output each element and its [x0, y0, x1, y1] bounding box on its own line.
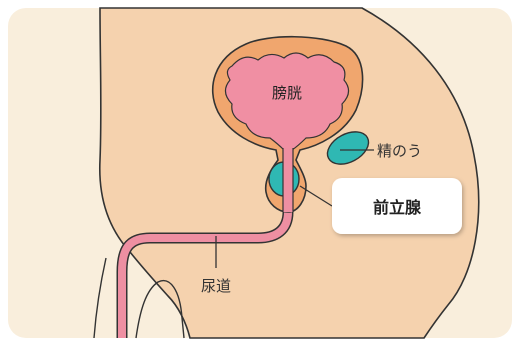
bladder-label: 膀胱: [272, 84, 302, 102]
prostate-label: 前立腺: [373, 198, 422, 217]
seminal-vesicle-label: 精のう: [377, 142, 422, 160]
urethra-through-prostate: [283, 148, 293, 212]
urethra-label: 尿道: [201, 277, 231, 295]
